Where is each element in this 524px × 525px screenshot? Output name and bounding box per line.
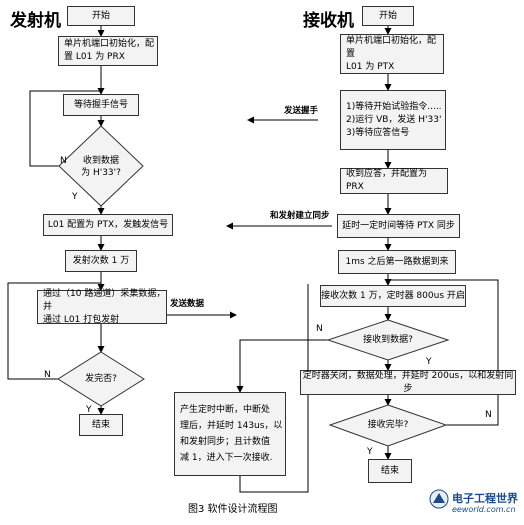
- decision-send-done-shape: [57, 351, 145, 407]
- rx-branch-n3: N: [316, 324, 323, 334]
- figure-caption: 图3 软件设计流程图: [188, 504, 278, 515]
- rx-wait-line1: 1)等待开始试验指令.....: [346, 101, 442, 112]
- rx-recv-count-box: 接收次数 1 万，定时器 800us 开启: [320, 285, 466, 307]
- tx-branch-y2: Y: [86, 405, 92, 415]
- receiver-title: 接收机: [303, 11, 354, 31]
- tx-init-line2: 置 L01 为 PRX: [64, 52, 125, 62]
- tx-init-line1: 单片机端口初始化，配: [64, 39, 155, 49]
- tx-init-box: 单片机端口初始化，配 置 L01 为 PRX: [58, 36, 158, 66]
- rx-init-line2: L01 为 PTX: [346, 61, 395, 72]
- tx-send-count-label: 发射次数 1 万: [72, 255, 130, 266]
- watermark-site: eeworld.com.cn: [452, 505, 516, 514]
- link-send-handshake-label: 发送握手: [284, 106, 319, 116]
- rx-ack-label: 收到应答，并配置为 PRX: [346, 169, 428, 192]
- tx-decision-received-text: 收到数据 为 H'33'?: [66, 155, 136, 179]
- watermark-logo-icon: [429, 489, 449, 509]
- tx-config-ptx-box: L01 配置为 PTX，发触发信号: [43, 214, 173, 236]
- decision-recv-complete-shape: [328, 404, 448, 447]
- tx-collect-line2: 通过 L01 打包发射: [43, 314, 120, 325]
- rx-timeout-line3: 和发射同步；且计数值: [180, 437, 271, 447]
- watermark-brand: 电子工程世界: [452, 492, 518, 505]
- tx-branch-n2: N: [44, 370, 51, 380]
- rx-init-line1: 单片机端口初始化，配置: [346, 35, 437, 59]
- rx-wait-line2: 2)运行 VB，发送 H'33': [346, 114, 442, 125]
- tx-end-label: 结束: [91, 419, 110, 430]
- rx-init-box: 单片机端口初始化，配置 L01 为 PTX: [340, 34, 444, 74]
- tx-wait-handshake-box: 等待握手信号: [63, 94, 139, 116]
- tx-start-box: 开始: [67, 6, 135, 26]
- tx-collect-box: 通过（10 路通道）采集数据，并 通过 L01 打包发射: [37, 288, 167, 325]
- tx-wait-handshake-label: 等待握手信号: [73, 99, 128, 110]
- tx-start-label: 开始: [91, 10, 110, 21]
- rx-ack-box: 收到应答，并配置为 PRX: [340, 168, 448, 194]
- link-sync-label: 和发射建立同步: [270, 211, 330, 221]
- rx-start-box: 开始: [362, 6, 414, 26]
- tx-config-ptx-label: L01 配置为 PTX，发触发信号: [47, 219, 169, 230]
- rx-recv-count-label: 接收次数 1 万，定时器 800us 开启: [321, 290, 465, 301]
- tx-decision-received-line2: 为 H'33'?: [81, 168, 121, 178]
- tx-decision-done-text: 发完否?: [85, 374, 117, 384]
- rx-timeout-line1: 产生定时中断，中断处: [180, 405, 271, 415]
- rx-end-box: 结束: [368, 459, 412, 483]
- rx-first-arrive-box: 1ms 之后第一路数据到来: [338, 250, 456, 274]
- rx-timeout-line2: 理后，并延时 143us，以: [180, 421, 283, 431]
- tx-branch-n1: N: [60, 156, 67, 166]
- transmitter-title: 发射机: [10, 11, 61, 31]
- rx-start-label: 开始: [378, 10, 397, 21]
- rx-process-label: 定时器关闭，数据处理，并延时 200us，以和发射同步: [302, 370, 514, 394]
- rx-process-box: 定时器关闭，数据处理，并延时 200us，以和发射同步: [300, 370, 516, 395]
- link-send-data-label: 发送数据: [170, 299, 205, 309]
- rx-timeout-line4: 减 1，进入下一次接收.: [180, 453, 273, 463]
- rx-delay-sync-box: 延时一定时间等待 PTX 同步: [337, 214, 460, 238]
- decision-recv-data-shape: [326, 319, 450, 361]
- tx-collect-line1: 通过（10 路通道）采集数据，并: [43, 288, 166, 312]
- rx-decision-recv-text: 接收到数据?: [363, 335, 413, 345]
- rx-branch-y3: Y: [426, 357, 432, 367]
- tx-decision-received-line1: 收到数据: [82, 156, 119, 166]
- decision-data-received-shape: [58, 125, 144, 207]
- rx-branch-y4: Y: [367, 447, 373, 457]
- rx-timeout-box: 产生定时中断，中断处 理后，并延时 143us，以 和发射同步；且计数值 减 1…: [174, 392, 286, 476]
- rx-end-label: 结束: [380, 465, 399, 476]
- tx-end-box: 结束: [79, 414, 123, 436]
- rx-delay-sync-label: 延时一定时间等待 PTX 同步: [342, 220, 455, 231]
- rx-branch-n4: N: [485, 410, 492, 420]
- rx-wait-line3: 3)等待应答信号: [346, 127, 410, 138]
- rx-first-arrive-label: 1ms 之后第一路数据到来: [345, 256, 449, 267]
- tx-send-count-box: 发射次数 1 万: [65, 250, 137, 272]
- rx-wait-box: 1)等待开始试验指令..... 2)运行 VB，发送 H'33' 3)等待应答信…: [340, 90, 446, 150]
- tx-branch-y1: Y: [72, 192, 78, 202]
- rx-decision-complete-text: 接收完毕?: [367, 420, 409, 430]
